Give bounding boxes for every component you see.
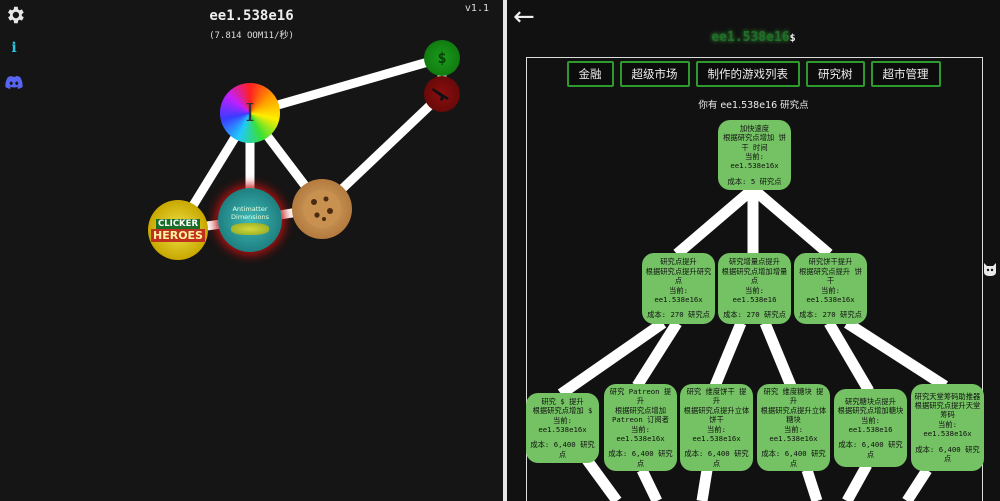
research-card-patreon-boost[interactable]: 研究 Patreon 提升 根据研究点增加 Patreon 订阅者 当前: ee…: [604, 384, 677, 471]
card-current-label: 当前:: [821, 285, 840, 295]
research-card-speed[interactable]: 加快速度 根据研究点增加 饼干 时间 当前: ee1.538e16x 成本: 5…: [718, 120, 791, 190]
research-money-value: ee1.538e16: [711, 30, 790, 45]
card-desc: 根据研究点增加糖块: [837, 406, 904, 416]
card-cost: 成本: 270 研究点: [799, 310, 862, 320]
card-cost: 成本: 6,400 研究点: [915, 444, 980, 464]
card-desc: 根据研究点提升 饼干: [799, 266, 862, 286]
clicker-heroes-title-2: HEROES: [151, 228, 205, 242]
cookie-icon: [303, 190, 341, 228]
research-money-display: ee1.538e16$: [507, 30, 1000, 45]
antimatter-splash: [231, 223, 269, 235]
card-desc: 根据研究点提升立体饼干: [683, 405, 750, 425]
card-cost: 成本: 6,400 研究点: [530, 440, 595, 459]
tab-supermarket[interactable]: 超级市场: [619, 61, 690, 87]
card-current-value: ee1.538e16x: [769, 433, 818, 443]
research-frame: [526, 57, 983, 501]
cookie-clicker-node[interactable]: [292, 179, 352, 239]
card-title: 研究天堂筹码助推器: [914, 391, 981, 401]
antimatter-title-2: Dimensions: [231, 213, 269, 221]
card-current-value: ee1.538e16: [732, 294, 777, 304]
tab-research-tree[interactable]: 研究树: [806, 61, 865, 87]
card-title: 研究 维度糖块 提升: [763, 386, 824, 406]
card-current-value: ee1.538e16x: [616, 433, 665, 443]
research-tabs: 金融 超级市场 制作的游戏列表 研究树 超市管理: [507, 61, 1000, 87]
card-desc: 根据研究点提升天堂筹码: [914, 400, 981, 420]
discord-icon[interactable]: [5, 74, 23, 92]
card-desc: 根据研究点增加 Patreon 订阅者: [611, 405, 670, 425]
card-current-value: ee1.538e16x: [806, 294, 855, 304]
card-current-value: ee1.538e16x: [654, 294, 703, 304]
card-current-label: 当前:: [745, 285, 764, 295]
research-card-heavenly-chips[interactable]: 研究天堂筹码助推器 根据研究点提升天堂筹码 当前: ee1.538e16x 成本…: [911, 384, 984, 471]
card-current-label: 当前:: [745, 152, 764, 161]
card-current-label: 当前:: [707, 424, 726, 434]
oom-rate: (7.814 OOM11/秒): [209, 31, 294, 41]
card-cost: 成本: 5 研究点: [727, 176, 782, 186]
dollar-label: $: [437, 49, 447, 67]
card-current-value: ee1.538e16: [848, 425, 893, 434]
research-card-research-boost[interactable]: 研究点提升 根据研究点提升研究点 当前: ee1.538e16x 成本: 270…: [642, 253, 715, 324]
back-arrow-icon[interactable]: ←: [513, 2, 535, 32]
research-card-incremental-boost[interactable]: 研究增量点提升 根据研究点增加增量点 当前: ee1.538e16 成本: 27…: [718, 253, 791, 324]
money-counter: ee1.538e16: [209, 8, 294, 24]
card-current-label: 当前:: [553, 415, 572, 425]
card-current-value: ee1.538e16x: [923, 429, 972, 439]
card-title: 加快速度: [739, 123, 770, 133]
tab-finance[interactable]: 金融: [566, 61, 614, 87]
card-title: 研究饼干提升: [808, 257, 853, 267]
tab-supermarket-management[interactable]: 超市管理: [870, 61, 941, 87]
card-current-value: ee1.538e16x: [692, 433, 741, 443]
card-title: 研究点提升: [660, 257, 697, 267]
research-card-dollar-boost[interactable]: 研究 $ 提升 根据研究点增加 $ 当前: ee1.538e16x 成本: 6,…: [526, 393, 599, 463]
card-title: 研究糖块点提升: [844, 396, 897, 406]
gun-game-node[interactable]: [424, 76, 460, 112]
card-current-label: 当前:: [669, 285, 688, 295]
card-cost: 成本: 6,400 研究点: [838, 440, 903, 459]
clicker-heroes-title-1: CLICKER: [156, 218, 200, 229]
game-map-panel: i v1.1 ee1.538e16 (7.814 OOM11/秒) $ I CL…: [4, 3, 489, 260]
card-title: 研究 Patreon 提升: [609, 386, 672, 406]
card-current-label: 当前:: [784, 424, 803, 434]
version-label: v1.1: [464, 3, 489, 14]
card-title: 研究 $ 提升: [541, 396, 584, 406]
card-desc: 根据研究点增加 $: [532, 406, 593, 416]
research-card-dimension-sugar-boost[interactable]: 研究 维度糖块 提升 根据研究点提升立体糖块 当前: ee1.538e16x 成…: [757, 384, 830, 471]
antimatter-title-1: Antimatter: [232, 205, 268, 213]
research-card-dimension-cookie-boost[interactable]: 研究 维度饼干 提升 根据研究点提升立体饼干 当前: ee1.538e16x 成…: [680, 384, 753, 471]
card-current-label: 当前:: [631, 424, 650, 434]
card-current-label: 当前:: [938, 419, 957, 429]
card-cost: 成本: 6,400 研究点: [761, 449, 826, 468]
research-connections: [557, 184, 948, 501]
card-cost: 成本: 270 研究点: [723, 310, 786, 320]
card-current-value: ee1.538e16x: [730, 161, 779, 171]
card-cost: 成本: 270 研究点: [647, 310, 710, 320]
card-desc: 根据研究点增加增量点: [721, 266, 788, 286]
cat-icon[interactable]: [982, 261, 1000, 279]
money-game-node[interactable]: $: [424, 40, 460, 76]
antimatter-dimensions-node[interactable]: Antimatter Dimensions: [218, 188, 282, 252]
research-card-sugar-point-boost[interactable]: 研究糖块点提升 根据研究点增加糖块 当前: ee1.538e16 成本: 6,4…: [834, 389, 907, 467]
tab-made-games[interactable]: 制作的游戏列表: [695, 61, 800, 87]
research-points-text: 你有 ee1.538e16 研究点: [698, 100, 809, 111]
research-card-cookie-boost[interactable]: 研究饼干提升 根据研究点提升 饼干 当前: ee1.538e16x 成本: 27…: [794, 253, 867, 324]
clicker-heroes-node[interactable]: CLICKER HEROES: [148, 200, 208, 260]
settings-gear-icon[interactable]: [4, 4, 26, 26]
card-desc: 根据研究点提升研究点: [645, 266, 712, 286]
card-title: 研究 维度饼干 提升: [686, 386, 747, 406]
info-icon[interactable]: i: [11, 40, 17, 56]
card-desc: 根据研究点提升立体糖块: [760, 405, 827, 425]
card-current-label: 当前:: [861, 415, 880, 425]
pane-divider: [503, 0, 507, 501]
infinity-label: I: [245, 99, 255, 127]
card-desc: 根据研究点增加 饼干 时间: [723, 133, 786, 152]
research-money-unit: $: [789, 33, 796, 44]
card-cost: 成本: 6,400 研究点: [684, 449, 749, 468]
research-panel: ← ee1.538e16$ 金融 超级市场 制作的游戏列表 研究树 超市管理 你…: [507, 0, 1000, 501]
infinity-game-node[interactable]: I: [220, 83, 280, 143]
card-title: 研究增量点提升: [728, 257, 781, 267]
card-current-value: ee1.538e16x: [538, 425, 587, 434]
rifle-icon: [432, 88, 449, 101]
card-cost: 成本: 6,400 研究点: [608, 449, 673, 468]
